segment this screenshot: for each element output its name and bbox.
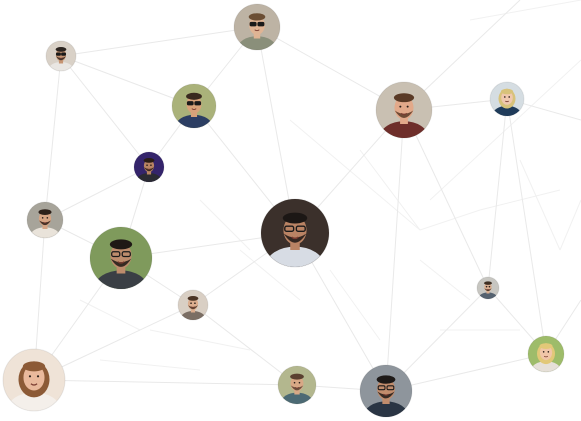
mesh-line bbox=[239, 249, 301, 301]
avatar-woman-curly-hair[interactable] bbox=[2, 348, 66, 421]
mesh-line bbox=[559, 199, 581, 251]
connection-line bbox=[385, 109, 405, 392]
avatar-man-smiling-left[interactable] bbox=[26, 201, 64, 247]
connection-line bbox=[44, 166, 150, 221]
connection-line bbox=[60, 55, 150, 168]
connection-line bbox=[33, 379, 298, 386]
mesh-line bbox=[419, 209, 481, 231]
avatar-woman-blonde-long[interactable] bbox=[527, 335, 565, 381]
avatar-man-glasses-green[interactable] bbox=[89, 226, 153, 305]
avatar-man-small-middle[interactable] bbox=[177, 289, 209, 328]
mesh-line bbox=[149, 329, 251, 351]
connection-line bbox=[60, 55, 195, 107]
avatar-woman-blonde-short[interactable] bbox=[489, 81, 525, 125]
connection-line bbox=[60, 26, 258, 57]
mesh-line bbox=[359, 149, 421, 231]
connection-line bbox=[192, 304, 298, 386]
mesh-line bbox=[289, 119, 421, 231]
avatar-man-sunglasses-trees[interactable] bbox=[171, 83, 217, 139]
avatar-man-dark-background[interactable] bbox=[133, 151, 165, 190]
connection-line bbox=[256, 26, 405, 111]
mesh-line bbox=[429, 59, 581, 201]
avatar-man-outdoor-bottom[interactable] bbox=[277, 365, 317, 413]
avatar-man-beanie[interactable] bbox=[45, 40, 77, 79]
avatar-man-glasses-suit[interactable] bbox=[359, 364, 413, 421]
avatar-man-glasses-center[interactable] bbox=[260, 198, 330, 284]
mesh-line bbox=[329, 269, 381, 341]
mesh-line bbox=[519, 159, 561, 251]
mesh-line bbox=[79, 299, 141, 331]
avatar-man-bearded-large[interactable] bbox=[375, 81, 433, 152]
mesh-line bbox=[199, 199, 251, 251]
connection-line bbox=[44, 55, 62, 221]
connection-line bbox=[256, 26, 296, 234]
avatar-man-small-right[interactable] bbox=[476, 276, 500, 305]
mesh-line bbox=[419, 259, 471, 301]
connection-line bbox=[385, 353, 547, 392]
mesh-line bbox=[479, 189, 561, 211]
connection-line bbox=[403, 109, 489, 289]
connection-line bbox=[506, 98, 547, 355]
avatar-man-sunglasses-top[interactable] bbox=[233, 3, 281, 61]
mesh-line bbox=[99, 359, 201, 371]
mesh-line bbox=[469, 0, 581, 21]
connection-line bbox=[487, 98, 508, 289]
